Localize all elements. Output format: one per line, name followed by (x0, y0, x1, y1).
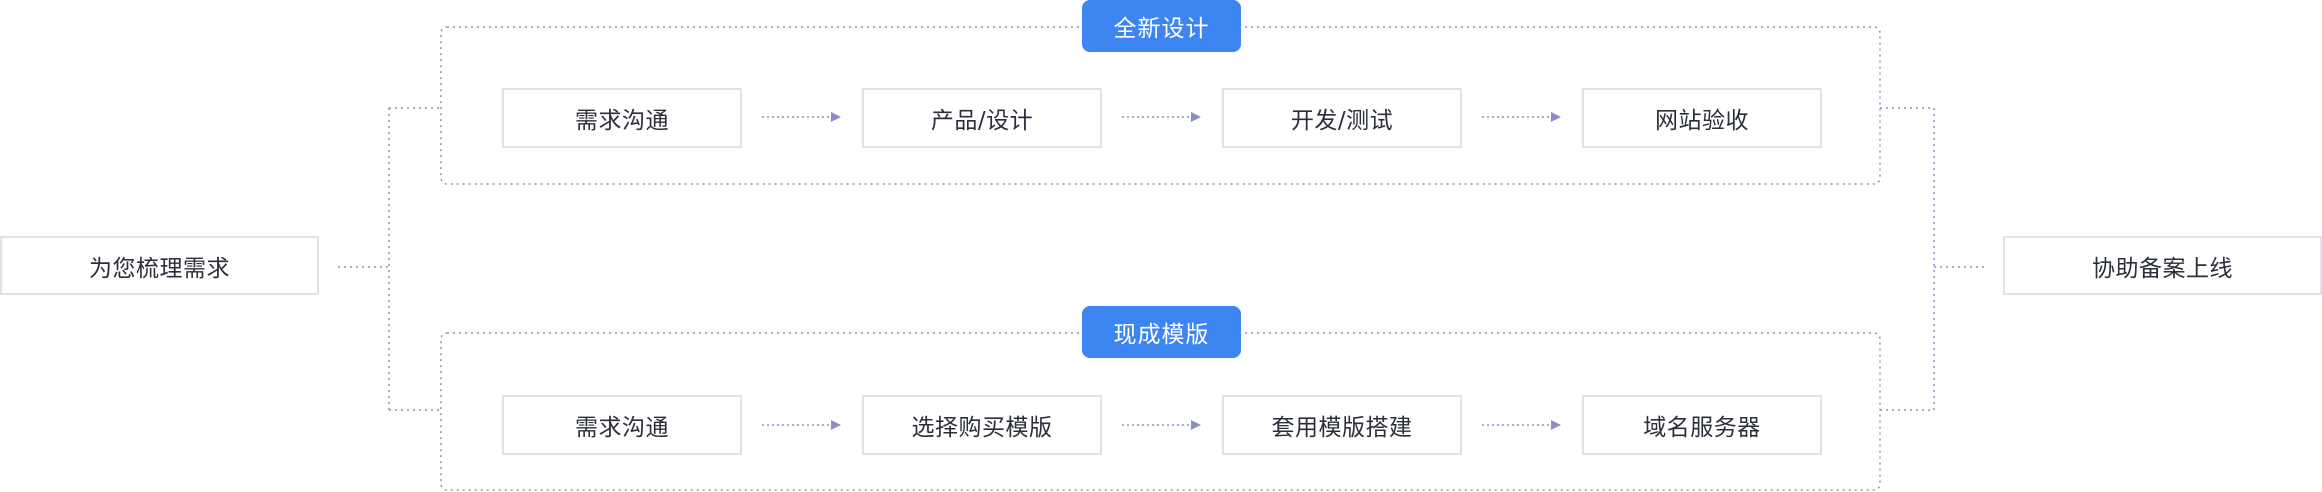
step-node: 需求沟通 (502, 88, 742, 148)
step-node: 开发/测试 (1222, 88, 1462, 148)
step-node: 网站验收 (1582, 88, 1822, 148)
end-node: 协助备案上线 (2003, 236, 2322, 295)
start-node: 为您梳理需求 (0, 236, 319, 295)
track-title-template: 现成模版 (1082, 306, 1241, 358)
step-node: 套用模版搭建 (1222, 395, 1462, 455)
step-node: 需求沟通 (502, 395, 742, 455)
step-node: 产品/设计 (862, 88, 1102, 148)
track-title-new-design: 全新设计 (1082, 0, 1241, 52)
step-node: 域名服务器 (1582, 395, 1822, 455)
step-node: 选择购买模版 (862, 395, 1102, 455)
